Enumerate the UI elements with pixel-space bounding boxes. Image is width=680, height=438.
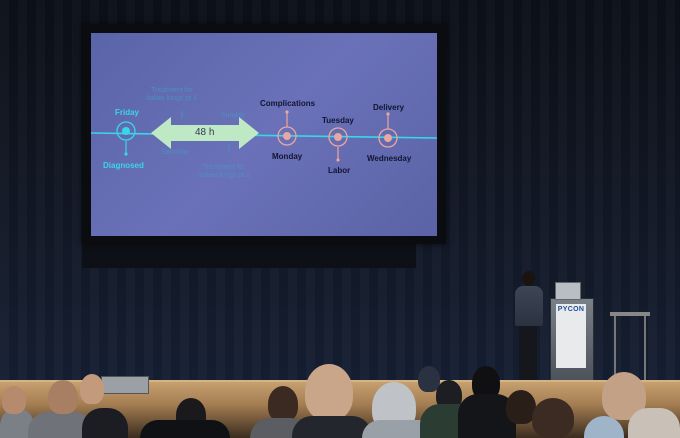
tuesday-node <box>328 127 348 162</box>
stage-monitor <box>101 376 149 394</box>
laptop <box>555 282 581 300</box>
faint-sunday-label: Sunday <box>221 112 245 119</box>
delivery-label: Delivery <box>373 103 405 112</box>
side-table-leg <box>644 316 646 380</box>
friday-label: Friday <box>115 108 140 117</box>
diagnosed-label: Diagnosed <box>103 161 144 170</box>
side-table-leg <box>614 316 616 380</box>
side-table <box>610 312 650 316</box>
speaker <box>515 286 543 326</box>
projected-slide: Friday Diagnosed Treatment for Italian l… <box>91 33 437 236</box>
complications-label: Complications <box>260 99 316 108</box>
wednesday-label: Wednesday <box>367 154 412 163</box>
faint-saturday-label: Saturday <box>161 149 190 156</box>
duration-label: 48 h <box>195 127 215 138</box>
treatment-bottom-line2: Italian lungs pt 2 <box>199 172 250 179</box>
screen-housing <box>82 244 416 268</box>
friday-node <box>116 121 136 156</box>
treatment-bottom-line1: Treatment for <box>203 164 245 171</box>
wednesday-node <box>378 112 398 148</box>
podium-sign <box>556 304 586 368</box>
treatment-top-line2: Italian lungs pt 1 <box>146 95 197 102</box>
duration-arrow <box>151 117 259 149</box>
tuesday-label: Tuesday <box>322 116 354 125</box>
speaker-head <box>522 271 535 286</box>
pycon-logo: PYCON <box>557 306 585 313</box>
timeline-graphic <box>91 110 437 162</box>
treatment-top-line1: Treatment for <box>151 87 193 94</box>
monday-label: Monday <box>272 152 303 161</box>
labor-label: Labor <box>328 166 351 175</box>
speaker-legs <box>519 324 537 380</box>
monday-node <box>277 110 297 146</box>
